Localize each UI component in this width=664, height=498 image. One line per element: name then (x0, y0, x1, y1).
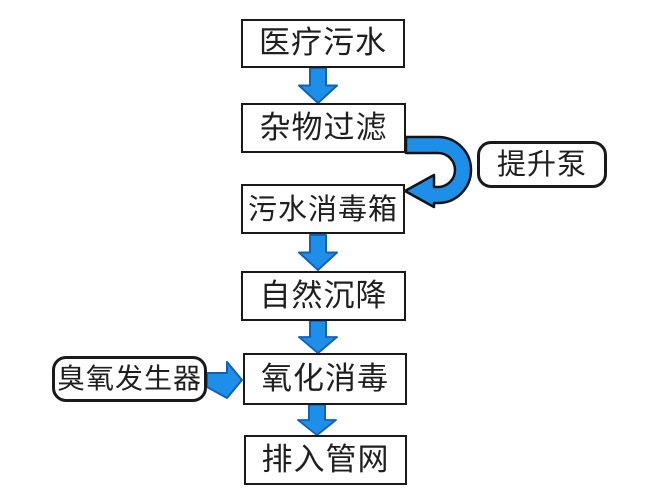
node-label: 臭氧发生器 (56, 362, 202, 395)
node-label: 排入管网 (261, 441, 390, 478)
node-sewage-disinfection-tank: 污水消毒箱 (241, 184, 405, 234)
node-natural-settling: 自然沉降 (241, 271, 406, 321)
node-label: 自然沉降 (259, 277, 388, 314)
node-debris-filtration: 杂物过滤 (241, 103, 406, 153)
down-arrow-icon (295, 404, 339, 436)
node-label: 污水消毒箱 (247, 191, 398, 226)
node-medical-sewage: 医疗污水 (241, 19, 405, 68)
node-label: 杂物过滤 (259, 109, 388, 146)
node-label: 氧化消毒 (261, 360, 389, 397)
node-label: 提升泵 (496, 147, 587, 181)
node-lift-pump: 提升泵 (477, 141, 607, 188)
u-turn-arrow-icon (403, 135, 473, 209)
node-discharge-pipe-network: 排入管网 (244, 435, 407, 485)
node-ozone-generator: 臭氧发生器 (52, 356, 207, 402)
down-arrow-icon (296, 234, 340, 271)
node-oxidation-disinfection: 氧化消毒 (243, 353, 407, 405)
down-arrow-icon (296, 67, 340, 104)
node-label: 医疗污水 (259, 25, 387, 61)
down-arrow-icon (296, 320, 340, 354)
right-arrow-icon (206, 358, 244, 402)
